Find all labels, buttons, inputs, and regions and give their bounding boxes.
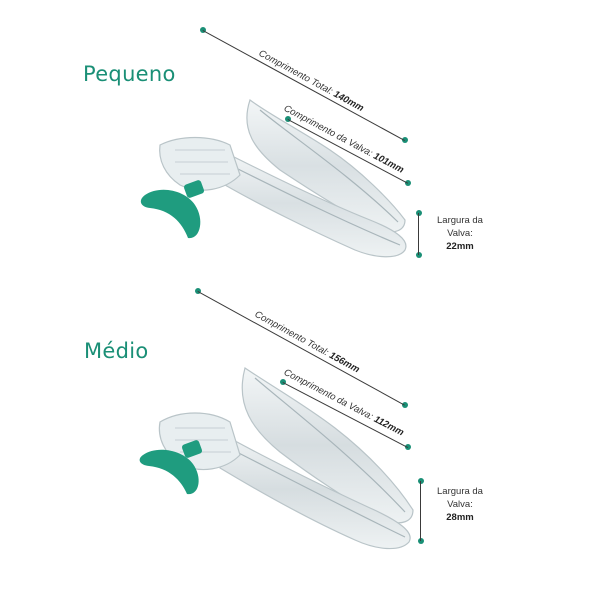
total-length-end-dot-medium [402,402,408,408]
valve-length-start-dot-medium [280,379,286,385]
width-label-small: Largura da Valva: 22mm [430,214,490,253]
width-label-medium: Largura da Valva: 28mm [430,485,490,524]
valve-length-end-dot-small [405,180,411,186]
width-value-small: 22mm [446,241,474,252]
valve-length-end-dot-medium [405,444,411,450]
width-start-dot-small [416,210,422,216]
width-start-dot-medium [418,478,424,484]
size-title-small: Pequeno [83,62,176,86]
speculum-small-illustration [140,99,407,258]
valve-length-start-dot-small [285,116,291,122]
width-value-medium: 28mm [446,512,474,523]
width-line-small [418,213,419,255]
width-end-dot-small [416,252,422,258]
size-title-medium: Médio [84,339,149,363]
total-length-start-dot-medium [195,288,201,294]
speculum-medium-illustration [139,367,414,550]
width-line-medium [420,481,421,541]
total-length-start-dot-small [200,27,206,33]
total-length-end-dot-small [402,137,408,143]
width-end-dot-medium [418,538,424,544]
